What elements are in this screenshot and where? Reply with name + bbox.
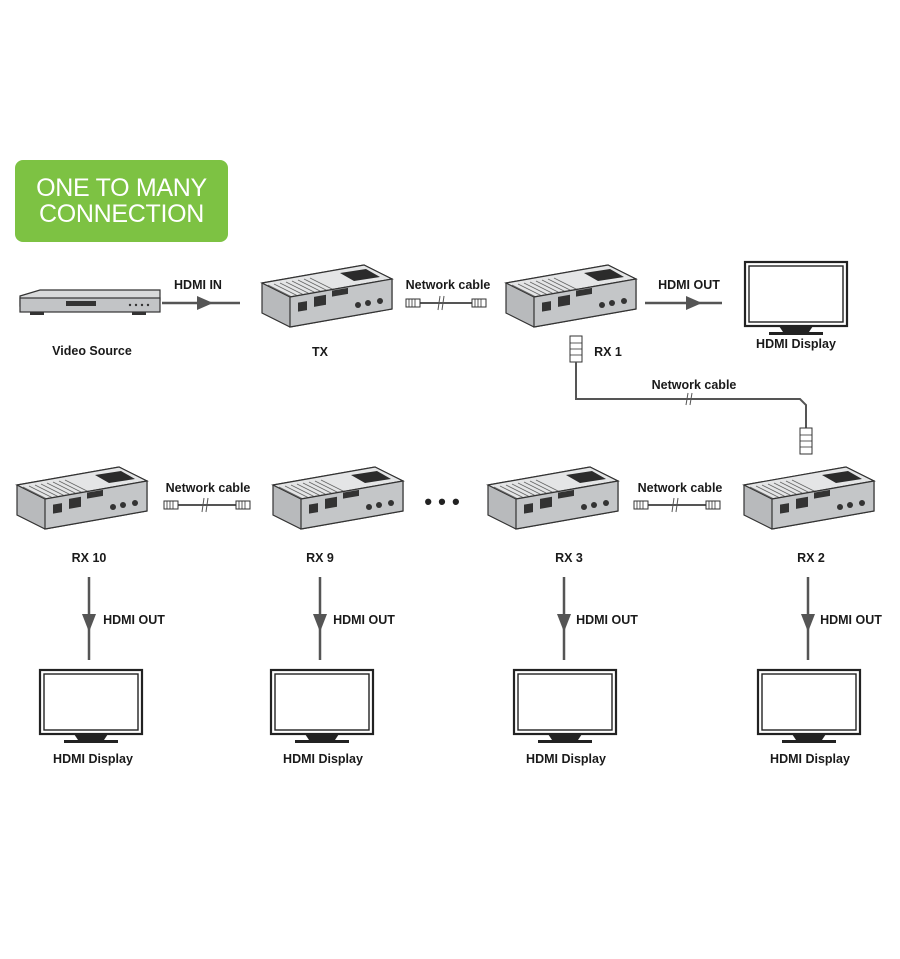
hdmi-out-label-rx1: HDMI OUT bbox=[658, 278, 720, 292]
rx2-label: RX 2 bbox=[797, 551, 825, 565]
hdmi-display-rx10-icon bbox=[38, 668, 144, 745]
hdmi-out-label-rx3: HDMI OUT bbox=[576, 613, 638, 627]
hdmi-display-label-rx2: HDMI Display bbox=[770, 752, 850, 766]
network-cable-rx1-rx2 bbox=[569, 335, 813, 455]
hdmi-display-label-rx3: HDMI Display bbox=[526, 752, 606, 766]
rx2-extender-icon bbox=[743, 466, 875, 530]
rx9-label: RX 9 bbox=[306, 551, 334, 565]
network-cable-rx3-rx2 bbox=[633, 497, 721, 513]
hdmi-out-arrow-rx3 bbox=[557, 577, 571, 660]
hdmi-display-label-rx1: HDMI Display bbox=[756, 337, 836, 351]
badge-line-1: ONE TO MANY bbox=[36, 174, 207, 202]
hdmi-display-rx1-icon bbox=[743, 260, 849, 337]
rx10-label: RX 10 bbox=[72, 551, 107, 565]
rx3-extender-icon bbox=[487, 466, 619, 530]
network-cable-tx-rx1 bbox=[405, 295, 487, 311]
connection-type-badge: ONE TO MANY CONNECTION bbox=[15, 160, 228, 242]
rx3-label: RX 3 bbox=[555, 551, 583, 565]
hdmi-out-label-rx9: HDMI OUT bbox=[333, 613, 395, 627]
hdmi-display-label-rx10: HDMI Display bbox=[53, 752, 133, 766]
rx1-extender-icon bbox=[505, 264, 637, 328]
hdmi-out-arrow-rx2 bbox=[801, 577, 815, 660]
hdmi-display-label-rx9: HDMI Display bbox=[283, 752, 363, 766]
network-cable-rx10-rx9 bbox=[163, 497, 251, 513]
badge-line-2: CONNECTION bbox=[38, 200, 205, 228]
tx-label: TX bbox=[312, 345, 329, 359]
hdmi-display-rx9-icon bbox=[269, 668, 375, 745]
rx1-label: RX 1 bbox=[594, 345, 622, 359]
network-cable-label-rx10-rx9: Network cable bbox=[166, 481, 251, 495]
rx9-extender-icon bbox=[272, 466, 404, 530]
hdmi-out-arrow-rx1 bbox=[645, 296, 722, 310]
video-source-device-icon bbox=[19, 289, 161, 315]
hdmi-out-arrow-rx9 bbox=[313, 577, 327, 660]
ellipsis-more-receivers: • • • bbox=[424, 489, 459, 514]
hdmi-out-arrow-rx10 bbox=[82, 577, 96, 660]
hdmi-in-arrow bbox=[162, 296, 240, 310]
hdmi-out-label-rx10: HDMI OUT bbox=[103, 613, 165, 627]
hdmi-out-label-rx2: HDMI OUT bbox=[820, 613, 882, 627]
network-cable-label-tx-rx1: Network cable bbox=[406, 278, 491, 292]
video-source-label: Video Source bbox=[52, 344, 132, 358]
rx10-extender-icon bbox=[16, 466, 148, 530]
network-cable-label-rx1-rx2: Network cable bbox=[652, 378, 737, 392]
hdmi-display-rx2-icon bbox=[756, 668, 862, 745]
network-cable-label-rx3-rx2: Network cable bbox=[638, 481, 723, 495]
hdmi-in-label: HDMI IN bbox=[174, 278, 222, 292]
hdmi-display-rx3-icon bbox=[512, 668, 618, 745]
tx-extender-icon bbox=[261, 264, 393, 328]
